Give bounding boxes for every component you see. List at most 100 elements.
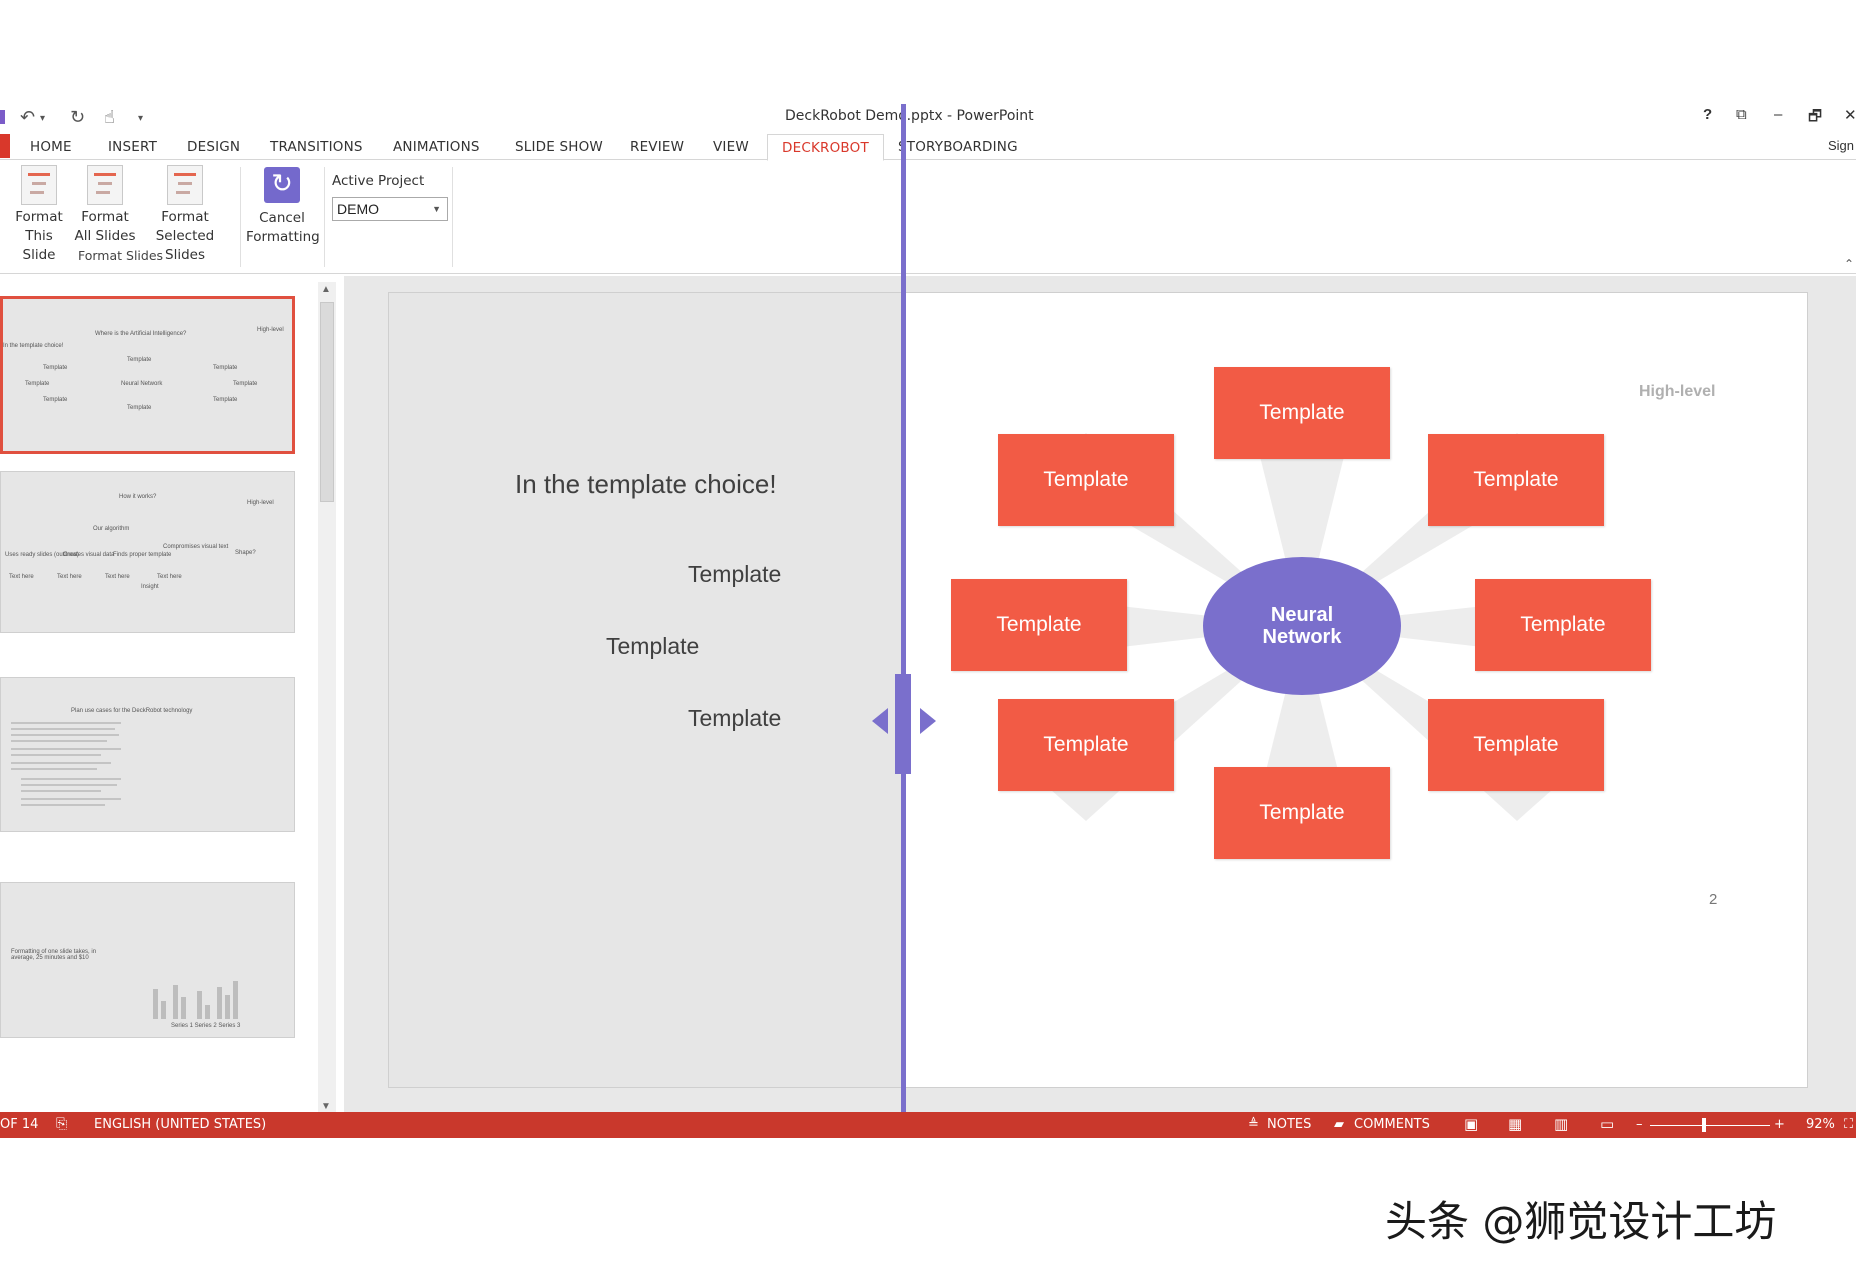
template-node[interactable]: Template (1428, 434, 1604, 526)
thumbnail-scrollbar[interactable]: ▲ ▼ (318, 282, 336, 1114)
slide-thumbnail-4[interactable]: Formatting of one slide takes, in averag… (0, 882, 295, 1038)
high-level-label: High-level (1639, 383, 1716, 400)
redo-icon[interactable]: ↻ (70, 107, 86, 127)
notes-icon[interactable]: ≜ (1248, 1117, 1259, 1132)
format-all-slides-button[interactable]: Format All Slides (74, 161, 136, 246)
notes-button[interactable]: NOTES (1267, 1117, 1312, 1132)
center-node-line1: Neural (1270, 604, 1334, 626)
comments-button[interactable]: COMMENTS (1354, 1117, 1430, 1132)
language-indicator[interactable]: ENGLISH (UNITED STATES) (94, 1117, 267, 1132)
thumbnail-label: Shape? (235, 550, 256, 556)
watermark: 头条 @狮觉设计工坊 (1385, 1197, 1777, 1246)
ribbon-deckrobot: Format This Slide Format All Slides Form… (0, 161, 1856, 274)
comments-icon[interactable]: ▰ (1334, 1117, 1344, 1132)
scroll-up-icon[interactable]: ▲ (321, 284, 331, 295)
slide-thumbnail-2[interactable]: How it works? High-level Our algorithm U… (0, 471, 295, 633)
minimize-icon[interactable]: – (1774, 106, 1783, 123)
tab-design[interactable]: DESIGN (187, 139, 241, 155)
button-label-line2: Selected Slides (155, 228, 215, 263)
current-slide[interactable]: In the template choice! Template Templat… (388, 292, 1808, 1088)
button-label-line2: All Slides (74, 228, 136, 244)
button-label-line2: Formatting (246, 229, 320, 245)
group-divider (240, 167, 241, 267)
group-divider (324, 167, 325, 267)
zoom-slider[interactable] (1650, 1125, 1770, 1126)
comparison-divider[interactable] (901, 104, 906, 1138)
tab-animations[interactable]: ANIMATIONS (393, 139, 480, 155)
thumbnail-subtitle: In the template choice! (3, 343, 64, 349)
tab-slide-show[interactable]: SLIDE SHOW (515, 139, 603, 155)
help-icon[interactable]: ? (1703, 106, 1713, 123)
format-this-slide-button[interactable]: Format This Slide (8, 161, 70, 265)
button-label-line1: Format (161, 209, 209, 225)
template-node[interactable]: Template (1214, 767, 1390, 859)
cancel-formatting-icon: ↻ (264, 167, 300, 203)
neural-network-node[interactable]: Neural Network (1203, 557, 1401, 695)
fit-slide-icon[interactable]: ⛶ (1844, 1117, 1854, 1132)
undo-dropdown-icon[interactable]: ▾ (40, 113, 46, 124)
before-comparison-half (389, 293, 903, 1087)
before-template-label: Template (606, 633, 700, 659)
template-node[interactable]: Template (1214, 367, 1390, 459)
ribbon-display-icon[interactable]: ⧉ (1736, 106, 1747, 123)
thumbnail-label: Uses ready slides (outlines) (5, 552, 79, 558)
reading-view-icon[interactable]: ▥ (1554, 1115, 1569, 1133)
template-node[interactable]: Template (951, 579, 1127, 671)
undo-icon[interactable]: ↶ (20, 107, 36, 127)
tab-deckrobot[interactable]: DECKROBOT (767, 134, 884, 161)
customize-qat-icon[interactable]: ▾ (138, 113, 144, 124)
format-selected-slides-icon (167, 165, 203, 205)
save-icon[interactable] (0, 110, 5, 124)
window-title: DeckRobot Demo.pptx - PowerPoint (785, 108, 1034, 124)
sign-in-link[interactable]: Sign (1827, 138, 1854, 153)
tab-storyboarding[interactable]: STORYBOARDING (898, 139, 1018, 155)
collapse-ribbon-icon[interactable]: ⌃ (1843, 257, 1854, 271)
tab-view[interactable]: VIEW (713, 139, 749, 155)
template-node[interactable]: Template (998, 699, 1174, 791)
tab-file[interactable] (0, 134, 10, 158)
template-node[interactable]: Template (1428, 699, 1604, 791)
format-slide-icon (21, 165, 57, 205)
group-label-format-slides: Format Slides (78, 248, 164, 263)
slide-thumbnail-pane: Where is the Artificial Intelligence? Hi… (0, 276, 340, 1114)
tab-review[interactable]: REVIEW (630, 139, 685, 155)
cancel-formatting-button[interactable]: ↻ Cancel Formatting (246, 161, 320, 247)
slide-sorter-icon[interactable]: ▦ (1508, 1115, 1523, 1133)
template-node[interactable]: Template (1475, 579, 1651, 671)
before-template-label: Template (688, 705, 782, 731)
tab-insert[interactable]: INSERT (108, 139, 158, 155)
zoom-in-icon[interactable]: + (1774, 1117, 1785, 1132)
zoom-slider-thumb[interactable] (1702, 1118, 1706, 1132)
active-project-select[interactable]: DEMO ▼ (332, 197, 448, 221)
connector-rays (1001, 412, 1602, 839)
center-node-line2: Network (1262, 626, 1342, 648)
slideshow-icon[interactable]: ▭ (1600, 1115, 1615, 1133)
divider-drag-handle[interactable] (895, 674, 911, 774)
zoom-level[interactable]: 92% (1806, 1117, 1835, 1132)
normal-view-icon[interactable]: ▣ (1464, 1115, 1479, 1133)
close-icon[interactable]: ✕ (1844, 107, 1856, 124)
thumbnail-label: Template (127, 405, 152, 411)
tab-home[interactable]: HOME (30, 139, 72, 155)
tab-transitions[interactable]: TRANSITIONS (270, 139, 363, 155)
arrow-left-icon[interactable] (872, 708, 888, 734)
touch-mode-icon[interactable]: ☝ (104, 107, 115, 127)
thumbnail-label: Template (127, 357, 152, 363)
arrow-right-icon[interactable] (920, 708, 936, 734)
zoom-out-icon[interactable]: – (1636, 1117, 1643, 1132)
template-node[interactable]: Template (998, 434, 1174, 526)
chevron-down-icon: ▼ (432, 204, 441, 214)
scrollbar-thumb[interactable] (320, 302, 334, 502)
slide-page-number: 2 (1709, 891, 1718, 908)
scroll-down-icon[interactable]: ▼ (321, 1101, 331, 1112)
title-bar: ↶ ▾ ↻ ☝ ▾ DeckRobot Demo.pptx - PowerPoi… (0, 104, 1856, 130)
restore-icon[interactable]: 🗗 (1808, 108, 1823, 125)
button-label-line1: Format (15, 209, 63, 225)
slide-thumbnail-3[interactable]: Plan use cases for the DeckRobot technol… (0, 677, 295, 832)
slide-thumbnail-1[interactable]: Where is the Artificial Intelligence? Hi… (0, 296, 295, 454)
thumbnail-title: Where is the Artificial Intelligence? (95, 331, 187, 337)
active-project-value: DEMO (337, 201, 379, 217)
format-selected-slides-button[interactable]: Format Selected Slides (138, 161, 232, 265)
thumbnail-label: Template (213, 365, 238, 371)
spell-check-icon[interactable]: ⎘ (56, 1116, 68, 1132)
